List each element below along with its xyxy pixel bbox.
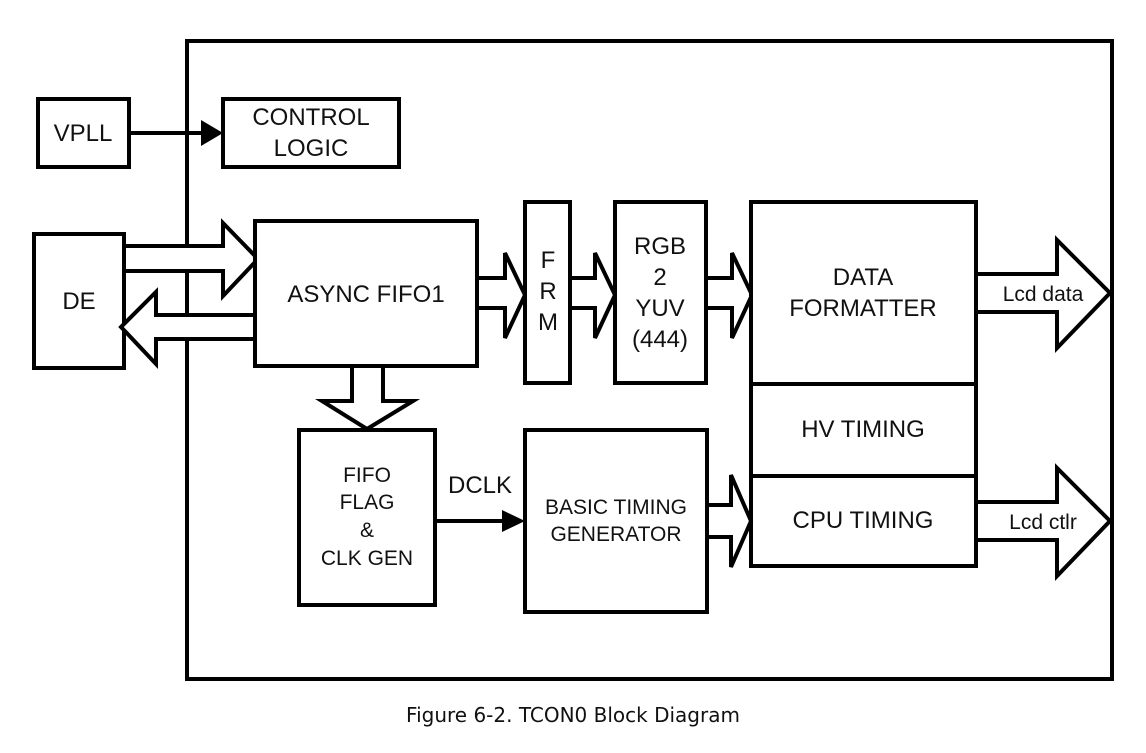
hv-timing-label: HV TIMING [801,416,925,443]
arrowhead-icon [502,510,525,532]
frm-label-r: R [539,278,556,305]
fifo-flag-label-line1: FIFO [343,464,391,487]
lcd-ctlr-bus-arrow [974,463,1113,581]
figure-caption: Figure 6-2. TCON0 Block Diagram [406,703,740,727]
async-fifo1-block: ASYNC FIFO1 [253,219,479,368]
rgb2yuv-label-line4: (444) [632,326,688,353]
rgb2yuv-block: RGB 2 YUV (444) [613,200,708,385]
fifo-to-de-bus-arrow [118,287,257,370]
de-block: DE [32,232,126,370]
lcd-ctlr-label: Lcd ctlr [1009,511,1077,534]
control-logic-block: CONTROL LOGIC [221,97,401,169]
frm-label-f: F [541,247,556,274]
fifo-to-frm-bus-arrow [475,252,528,339]
rgb2yuv-box [613,200,708,385]
data-formatter-label-line2: FORMATTER [789,295,937,322]
tcon0-boundary [185,39,1114,681]
de-label: DE [62,288,95,315]
vpll-box [36,97,131,169]
lcd-data-bus-arrow [974,235,1113,353]
cpu-timing-label: CPU TIMING [793,507,934,534]
rgb2yuv-to-formatter-bus-arrow [704,252,755,339]
control-logic-label-line1: CONTROL [252,104,369,131]
frm-to-rgb2yuv-bus-arrow [568,252,618,339]
fifo-flag-clk-gen-block: FIFO FLAG & CLK GEN [297,428,437,607]
vpll-label: VPLL [54,120,113,147]
fifo-flag-label-line2: FLAG [340,491,395,514]
lcd-data-label: Lcd data [1003,283,1084,306]
vpll-block: VPLL [36,97,131,169]
rgb2yuv-label-line3: YUV [635,295,684,322]
control-logic-box [221,97,401,169]
arrowhead-icon [201,120,223,146]
rgb2yuv-label-line2: 2 [653,264,666,291]
fifo-flag-label-line3: & [360,519,374,542]
data-formatter-label-line1: DATA [833,264,893,291]
frm-block: F R M [523,200,572,385]
de-box [32,232,126,370]
vpll-to-control-arrow [129,120,223,146]
control-logic-label-line2: LOGIC [274,135,349,162]
timing-stack: DATA FORMATTER HV TIMING CPU TIMING [749,200,978,568]
lcd-data-output: Lcd data [974,235,1113,353]
dclk-signal: DCLK [435,472,525,532]
data-formatter-box [749,200,978,386]
timing-to-cpu-bus-arrow [705,474,754,568]
fifo-to-flag-bus-arrow [315,364,421,432]
de-to-fifo-bus-arrow [122,218,261,302]
async-fifo1-label: ASYNC FIFO1 [287,281,444,308]
fifo-flag-label-line4: CLK GEN [321,547,413,570]
basic-timing-label-line2: GENERATOR [550,523,681,546]
basic-timing-label-line1: BASIC TIMING [545,496,687,519]
frm-label-m: M [538,309,558,336]
basic-timing-generator-box [523,428,709,614]
basic-timing-generator-block: BASIC TIMING GENERATOR [523,428,709,614]
fifo-flag-clk-gen-box [297,428,437,607]
lcd-ctlr-output: Lcd ctlr [974,463,1113,581]
rgb2yuv-label-line1: RGB [634,233,686,260]
dclk-label: DCLK [448,472,512,499]
